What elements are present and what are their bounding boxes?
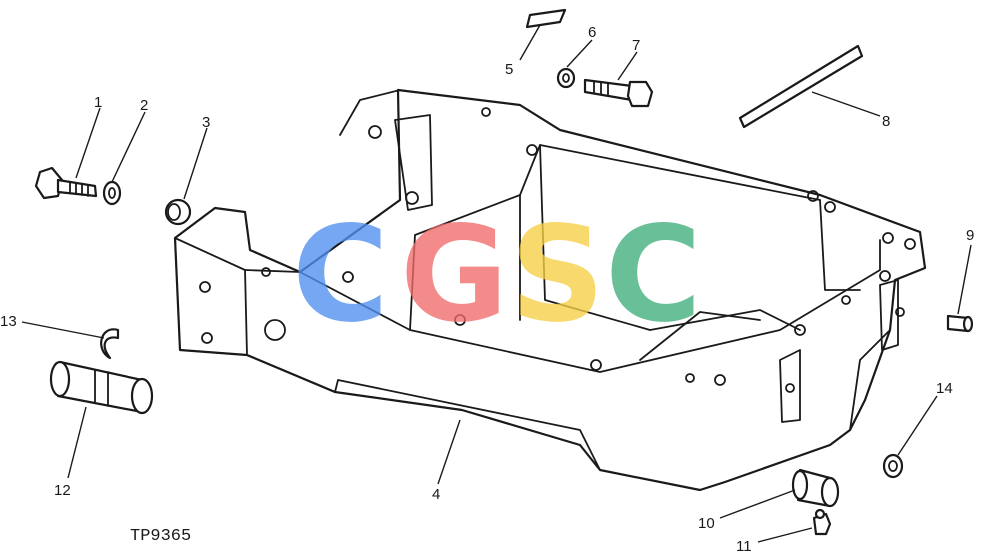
grease-fitting-part-11 xyxy=(812,508,832,536)
watermark-letter-2: G xyxy=(400,198,508,352)
bushing-part-10 xyxy=(791,468,840,508)
watermark-letter-1: C xyxy=(292,198,389,352)
callout-14: 14 xyxy=(936,380,953,397)
callout-10: 10 xyxy=(698,515,715,532)
watermark-letter-3: S xyxy=(510,198,605,352)
callout-6: 6 xyxy=(588,24,596,41)
callout-12: 12 xyxy=(54,482,71,499)
callout-4: 4 xyxy=(432,486,440,503)
bushing-part-3 xyxy=(164,198,192,226)
watermark-letter-4: C xyxy=(605,198,702,352)
bolt-part-1 xyxy=(34,166,98,200)
washer-part-14 xyxy=(882,453,904,479)
callout-9: 9 xyxy=(966,227,974,244)
bolt-part-7 xyxy=(583,78,654,108)
snap-ring-part-13 xyxy=(100,328,120,360)
callout-11: 11 xyxy=(736,538,752,555)
leader-lines xyxy=(21,24,972,543)
callout-2: 2 xyxy=(140,97,148,114)
pin-part-9 xyxy=(946,314,974,333)
shim-part-5 xyxy=(525,8,567,29)
main-frame xyxy=(173,88,927,492)
plate-part-8 xyxy=(738,44,864,129)
washer-part-6 xyxy=(556,67,576,89)
callout-labels: 1 2 3 4 5 6 7 8 9 10 11 12 13 14 xyxy=(0,24,974,555)
callout-8: 8 xyxy=(882,113,890,130)
figure-id: TP9365 xyxy=(130,527,191,546)
callout-1: 1 xyxy=(94,94,102,111)
lock-washer-part-2 xyxy=(102,180,122,206)
callout-7: 7 xyxy=(632,37,640,54)
callout-3: 3 xyxy=(202,114,210,131)
callout-13: 13 xyxy=(0,313,17,330)
pin-part-12 xyxy=(49,360,154,415)
watermark: C G S C xyxy=(292,198,702,352)
callout-5: 5 xyxy=(505,61,513,78)
